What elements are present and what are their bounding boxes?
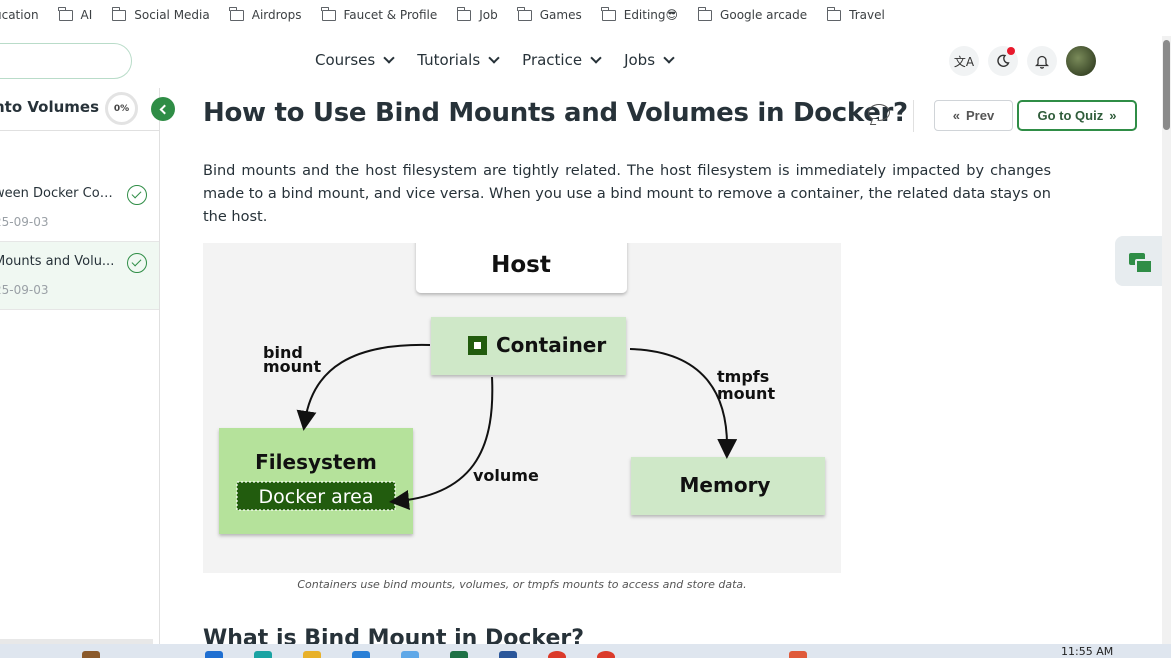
go-to-quiz-button[interactable]: Go to Quiz »: [1017, 100, 1137, 131]
host-box: [416, 243, 627, 293]
chevron-down-icon: [488, 52, 500, 64]
bookmark-job[interactable]: Job: [456, 6, 498, 22]
memory-label: Memory: [680, 473, 771, 497]
bind-mount-label-line1: bind: [263, 343, 303, 362]
taskbar-app-icon[interactable]: [352, 651, 370, 658]
sidebar-item-title: Mounts and Volu...: [0, 254, 115, 269]
chevron-down-icon: [663, 52, 675, 64]
taskbar-app-icon[interactable]: [450, 651, 468, 658]
bell-icon[interactable]: [1027, 46, 1057, 76]
progress-ring: 0%: [105, 92, 138, 125]
translate-icon[interactable]: 文A: [949, 46, 979, 76]
bookmark-editing[interactable]: Editing😎: [601, 6, 678, 22]
nav-icons: 文A: [949, 46, 1096, 76]
taskbar-app-icon[interactable]: [548, 651, 566, 658]
taskbar-app-icon[interactable]: [789, 651, 807, 658]
menu-practice[interactable]: Practice: [522, 51, 602, 69]
docker-mounts-diagram: Host Container Filesystem Docker area Me…: [203, 243, 841, 573]
divider: [913, 100, 914, 132]
sidebar-item[interactable]: ween Docker Cont... 25-09-03: [0, 174, 159, 242]
folder-icon: [826, 6, 842, 21]
sidebar-item-date: 25-09-03: [0, 283, 49, 297]
filesystem-label: Filesystem: [255, 450, 377, 474]
search-input[interactable]: [0, 43, 132, 79]
clock[interactable]: 11:55 AM: [1061, 645, 1114, 658]
filesystem-box: [219, 428, 413, 534]
menu-jobs[interactable]: Jobs: [624, 51, 675, 69]
docker-area-label: Docker area: [259, 486, 374, 508]
notification-dot: [1007, 47, 1015, 55]
bookmark-games[interactable]: Games: [517, 6, 582, 22]
comment-icon[interactable]: [868, 104, 890, 121]
collapse-sidebar-button[interactable]: [151, 97, 175, 121]
menu-tutorials[interactable]: Tutorials: [417, 51, 500, 69]
chevron-left-icon: [159, 104, 170, 114]
tmpfs-label-line1: tmpfs: [717, 367, 769, 386]
bookmarks-bar: ucation AI Social Media Airdrops Faucet …: [0, 0, 1171, 30]
folder-icon: [517, 6, 532, 21]
avatar[interactable]: [1066, 46, 1096, 76]
memory-box: [631, 457, 825, 515]
bookmark-education[interactable]: ucation: [0, 8, 39, 22]
divider: [0, 130, 160, 131]
taskbar-app-icon[interactable]: [82, 651, 100, 658]
folder-icon: [321, 6, 336, 21]
docker-area-box: [236, 481, 396, 511]
os-taskbar: 11:55 AM: [0, 644, 1171, 658]
prev-button[interactable]: « Prev: [934, 100, 1013, 131]
taskbar-app-icon[interactable]: [499, 651, 517, 658]
diagram-svg: Host Container Filesystem Docker area Me…: [219, 243, 825, 534]
bookmark-social-media[interactable]: Social Media: [111, 6, 210, 22]
main-menu: Courses Tutorials Practice Jobs: [315, 51, 675, 69]
bookmark-travel[interactable]: Travel: [826, 6, 885, 22]
check-circle-icon: [127, 185, 147, 205]
taskbar-app-icon[interactable]: [597, 651, 615, 658]
taskbar-app-icon[interactable]: [254, 651, 272, 658]
bind-mount-arrow: [296, 343, 431, 431]
scrollbar-thumb[interactable]: [1163, 40, 1170, 130]
check-circle-icon: [127, 253, 147, 273]
bookmark-airdrops[interactable]: Airdrops: [229, 6, 302, 22]
folder-icon: [697, 6, 713, 21]
sidebar-item-date: 25-09-03: [0, 215, 49, 229]
chevron-down-icon: [590, 52, 602, 64]
taskbar-app-icon[interactable]: [205, 651, 223, 658]
article-paragraph: Bind mounts and the host filesystem are …: [203, 163, 1051, 225]
course-sidebar: nto Volumes 0% ween Docker Cont... 25-09…: [0, 88, 160, 644]
bookmark-google-arcade[interactable]: Google arcade: [697, 6, 807, 22]
folder-icon: [229, 6, 244, 21]
container-box: [431, 317, 626, 375]
chat-icon: [1128, 253, 1153, 274]
double-chevron-right-icon: »: [1109, 108, 1117, 123]
figure-caption: Containers use bind mounts, volumes, or …: [297, 578, 747, 591]
folder-icon: [58, 6, 73, 21]
volume-arrow: [389, 376, 494, 510]
volume-label: volume: [473, 466, 539, 485]
sidebar-item-active[interactable]: Mounts and Volu... 25-09-03: [0, 242, 159, 310]
chevron-down-icon: [383, 52, 395, 64]
sidebar-scrollbar[interactable]: [0, 639, 153, 644]
page-title: How to Use Bind Mounts and Volumes in Do…: [203, 98, 908, 128]
container-icon-inner: [474, 342, 481, 349]
bind-mount-label-line2: mount: [263, 357, 321, 376]
top-nav: Courses Tutorials Practice Jobs 文A: [0, 36, 1162, 88]
tmpfs-arrow: [629, 348, 738, 459]
tmpfs-label-line2: mount: [717, 384, 775, 403]
host-label: Host: [491, 252, 551, 278]
folder-icon: [111, 6, 127, 21]
sidebar-item-title: ween Docker Cont...: [0, 186, 118, 201]
container-label: Container: [496, 333, 606, 357]
taskbar-app-icon[interactable]: [303, 651, 321, 658]
moon-icon[interactable]: [988, 46, 1018, 76]
folder-icon: [456, 6, 472, 21]
bookmark-faucet-profile[interactable]: Faucet & Profile: [321, 6, 437, 22]
page-scrollbar[interactable]: [1162, 36, 1171, 644]
chat-widget-button[interactable]: [1115, 236, 1162, 286]
sidebar-title: nto Volumes: [0, 98, 100, 116]
taskbar-app-icon[interactable]: [401, 651, 419, 658]
bookmark-ai[interactable]: AI: [58, 6, 92, 22]
menu-courses[interactable]: Courses: [315, 51, 395, 69]
folder-icon: [601, 6, 616, 21]
double-chevron-left-icon: «: [952, 108, 961, 123]
